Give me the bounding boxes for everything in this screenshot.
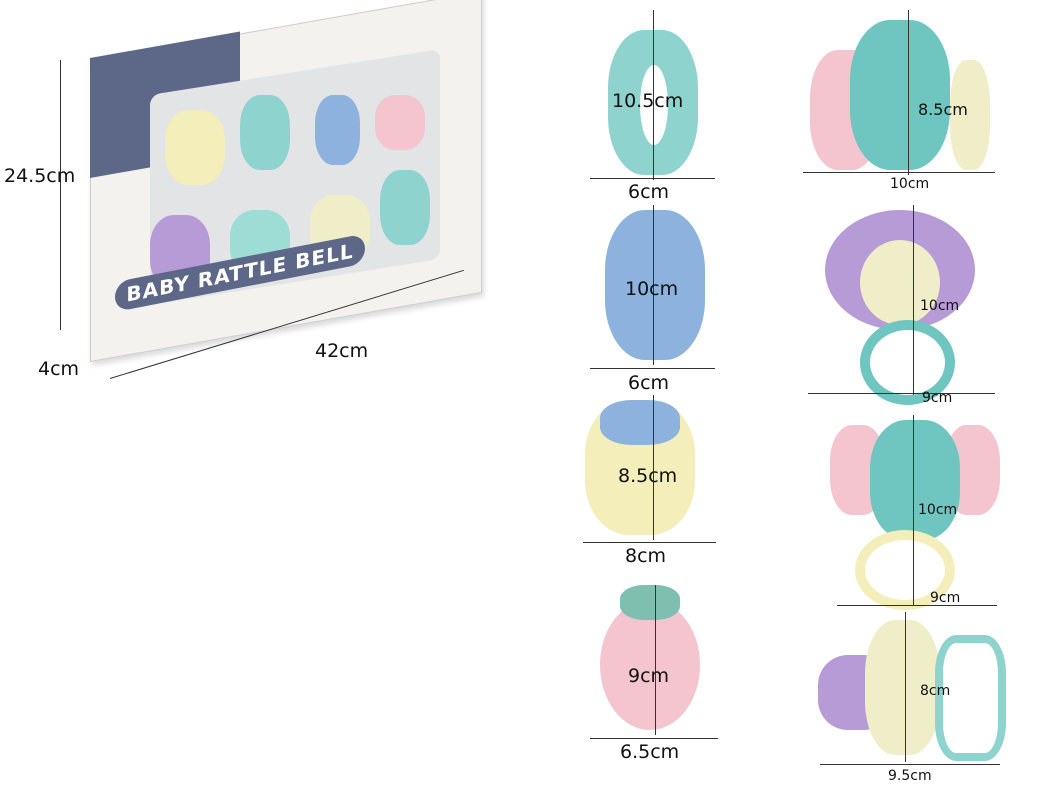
size-height-label: 8.5cm [618, 465, 678, 487]
corn-rattle [605, 210, 705, 360]
bee-rattle [865, 620, 940, 755]
size-height-label: 8cm [920, 683, 951, 699]
size-width-label: 9cm [922, 390, 953, 406]
rattle-hole [640, 65, 668, 145]
monkey-handle [950, 60, 990, 170]
toy-pineapple [375, 95, 425, 150]
size-width-label: 9.5cm [888, 768, 932, 784]
height-line [60, 60, 61, 330]
bear-handle [860, 320, 955, 405]
measure-line [820, 764, 1000, 765]
measure-line [803, 172, 995, 173]
pineapple-rattle [600, 600, 700, 730]
box-depth-label: 4cm [38, 358, 80, 380]
measure-line [905, 612, 906, 762]
measure-line [908, 10, 909, 175]
measure-line [590, 738, 718, 739]
size-height-label: 10cm [920, 298, 960, 314]
pineapple-leaves [620, 585, 680, 620]
size-height-label: 9cm [628, 665, 670, 687]
measure-line [583, 542, 716, 543]
bear-face [860, 240, 940, 325]
measure-line [655, 585, 656, 735]
measure-line [913, 415, 914, 605]
cake-top [600, 400, 680, 445]
measure-line [913, 205, 914, 395]
bee-handle [935, 635, 1006, 761]
measure-line [653, 10, 654, 180]
measure-line [653, 395, 654, 540]
size-width-label: 6.5cm [620, 741, 680, 763]
size-width-label: 6cm [628, 372, 670, 394]
toy-carrot [240, 95, 290, 170]
size-width-label: 6cm [628, 181, 670, 203]
size-height-label: 10.5cm [612, 90, 684, 112]
box-width-label: 42cm [315, 340, 369, 362]
toy-corn [315, 95, 360, 165]
toy-cake [165, 110, 225, 185]
measure-line [590, 178, 715, 179]
size-width-label: 9cm [930, 590, 961, 606]
size-height-label: 10cm [918, 502, 958, 518]
measure-line [653, 205, 654, 365]
elephant-rattle [870, 420, 960, 540]
toy-elephant [380, 170, 430, 245]
size-width-label: 8cm [625, 545, 667, 567]
monkey-rattle [850, 20, 950, 170]
size-width-label: 10cm [890, 176, 930, 192]
size-height-label: 10cm [625, 278, 679, 300]
size-height-label: 8.5cm [918, 100, 968, 119]
measure-line [808, 393, 995, 394]
box-height-label: 24.5cm [4, 165, 76, 187]
measure-line [590, 368, 715, 369]
measure-line [837, 605, 997, 606]
